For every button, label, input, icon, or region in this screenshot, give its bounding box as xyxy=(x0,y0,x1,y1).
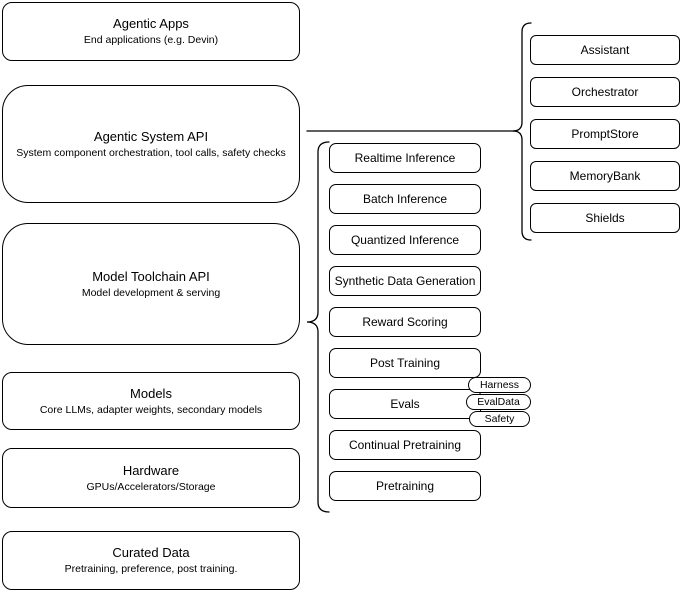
node-subtitle: System component orchestration, tool cal… xyxy=(16,146,286,159)
agentic-group-brace xyxy=(512,22,532,241)
node-quantized-inference: Quantized Inference xyxy=(329,225,481,255)
node-pretraining: Pretraining xyxy=(329,471,481,501)
node-shields: Shields xyxy=(530,203,680,233)
node-synthetic-data-generation: Synthetic Data Generation xyxy=(329,266,481,296)
node-realtime-inference: Realtime Inference xyxy=(329,143,481,173)
node-subtitle: Model development & serving xyxy=(81,286,221,299)
node-continual-pretraining: Continual Pretraining xyxy=(329,430,481,460)
node-evals: Evals xyxy=(329,389,481,419)
node-curated-data: Curated Data Pretraining, preference, po… xyxy=(2,531,300,590)
node-agentic-apps: Agentic Apps End applications (e.g. Devi… xyxy=(2,2,300,61)
node-reward-scoring: Reward Scoring xyxy=(329,307,481,337)
tag-safety: Safety xyxy=(469,411,530,427)
node-post-training: Post Training xyxy=(329,348,481,378)
node-subtitle: Core LLMs, adapter weights, secondary mo… xyxy=(39,403,263,416)
node-hardware: Hardware GPUs/Accelerators/Storage xyxy=(2,448,300,508)
toolchain-group-brace xyxy=(306,141,330,513)
node-assistant: Assistant xyxy=(530,35,680,65)
node-orchestrator: Orchestrator xyxy=(530,77,680,107)
node-models: Models Core LLMs, adapter weights, secon… xyxy=(2,372,300,430)
node-subtitle: End applications (e.g. Devin) xyxy=(83,34,219,46)
node-title: Agentic Apps xyxy=(113,16,189,31)
tag-evaldata: EvalData xyxy=(466,394,531,410)
node-title: Hardware xyxy=(122,462,180,478)
node-agentic-system-api: Agentic System API System component orch… xyxy=(2,85,300,203)
node-subtitle: Pretraining, preference, post training. xyxy=(64,563,238,575)
node-subtitle: GPUs/Accelerators/Storage xyxy=(86,480,216,493)
node-memorybank: MemoryBank xyxy=(530,161,680,191)
node-title: Models xyxy=(130,385,172,401)
node-model-toolchain-api: Model Toolchain API Model development & … xyxy=(2,223,300,345)
tag-harness: Harness xyxy=(468,377,531,393)
node-title: Model Toolchain API xyxy=(92,268,210,284)
node-promptstore: PromptStore xyxy=(530,119,680,149)
node-batch-inference: Batch Inference xyxy=(329,184,481,214)
node-title: Agentic System API xyxy=(93,128,209,144)
node-title: Curated Data xyxy=(112,545,190,560)
